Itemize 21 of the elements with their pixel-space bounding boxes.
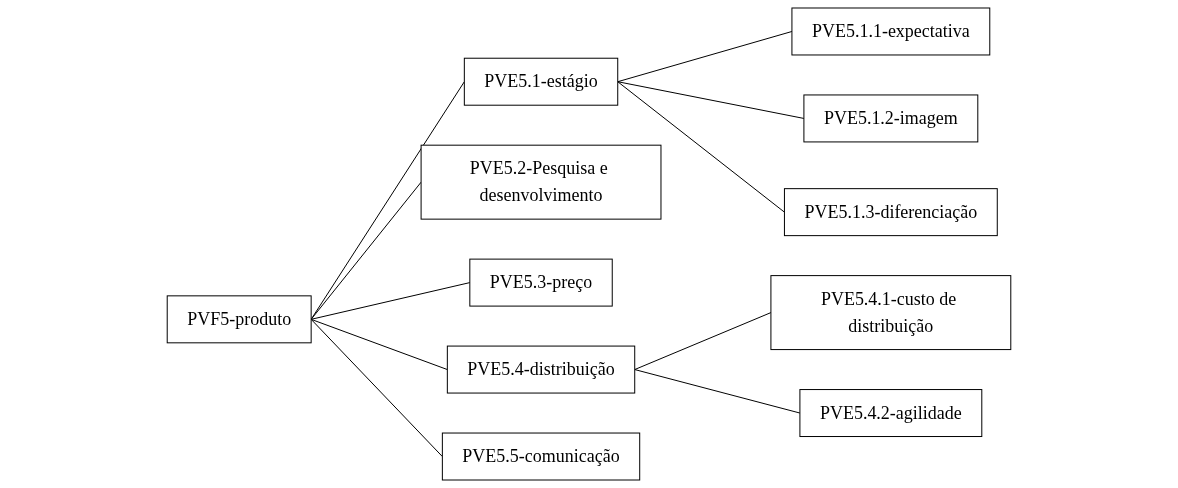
node-box: PVE5.2-Pesquisa e desenvolvimento [420, 144, 662, 220]
node-box: PVF5-produto [166, 295, 312, 344]
connector [634, 369, 801, 414]
connector [310, 318, 443, 457]
connector [310, 318, 448, 371]
node-box: PVE5.5-comunicação [441, 432, 641, 481]
connector [634, 312, 772, 371]
connector [310, 181, 422, 320]
node-box: PVE5.3-preço [469, 258, 613, 307]
connector [617, 81, 805, 119]
connector [617, 31, 793, 83]
node-box: PVE5.4.1-custo de distribuição [770, 275, 1012, 351]
connector [310, 282, 471, 320]
node-box: PVE5.1.3-diferenciação [783, 188, 998, 237]
connector [617, 81, 785, 213]
connector [310, 81, 465, 320]
node-box: PVE5.1.1-expectativa [791, 7, 991, 56]
node-box: PVE5.1-estágio [463, 57, 619, 106]
node-box: PVE5.4.2-agilidade [799, 389, 983, 438]
node-box: PVE5.4-distribuição [446, 345, 636, 394]
node-box: PVE5.1.2-imagem [803, 94, 979, 143]
